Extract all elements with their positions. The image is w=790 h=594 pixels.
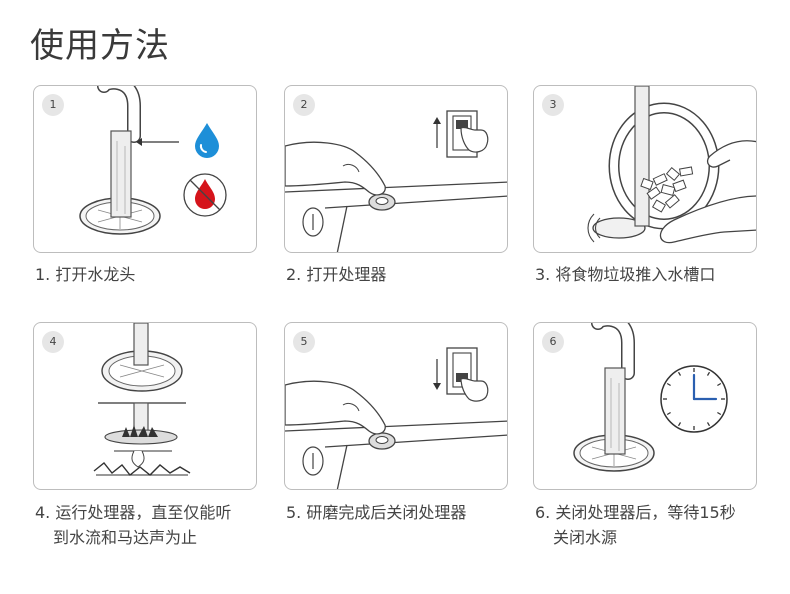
step-number-badge: 5 [293, 331, 315, 353]
step-6-caption: 6. 关闭处理器后，等待15秒 关闭水源 [535, 500, 736, 550]
switch-on-icon [433, 110, 489, 158]
step-4-caption: 4. 运行处理器，直至仅能听 到水流和马达声为止 [35, 500, 231, 550]
step-4-card: 4 [33, 322, 257, 490]
press-button-illustration [285, 380, 507, 489]
step-3-card: 3 [533, 85, 757, 253]
clock-icon [660, 365, 728, 433]
press-button-illustration [285, 141, 507, 252]
step-6-caption-line2: 关闭水源 [553, 528, 618, 547]
push-waste-illustration [587, 86, 756, 244]
step-6-card: 6 [533, 322, 757, 490]
step-6-caption-line1: 6. 关闭处理器后，等待15秒 [535, 503, 736, 522]
step-1-caption: 1. 打开水龙头 [35, 265, 136, 284]
switch-off-icon [433, 347, 489, 402]
grinding-illustration [93, 323, 191, 476]
step-number-badge: 6 [542, 331, 564, 353]
page-title: 使用方法 [30, 26, 170, 66]
step-number-badge: 1 [42, 94, 64, 116]
step-4-caption-line1: 4. 运行处理器，直至仅能听 [35, 503, 232, 522]
no-hot-water-icon [183, 173, 227, 217]
step-2-card: 2 [284, 85, 508, 253]
step-5-caption: 5. 研磨完成后关闭处理器 [286, 503, 467, 522]
step-2-caption: 2. 打开处理器 [286, 265, 387, 284]
step-number-badge: 4 [42, 331, 64, 353]
step-number-badge: 2 [293, 94, 315, 116]
step-3-caption: 3. 将食物垃圾推入水槽口 [535, 265, 716, 284]
step-1-card: 1 [33, 85, 257, 253]
water-drop-icon [195, 123, 219, 158]
faucet-drain-illustration [573, 323, 655, 472]
step-number-badge: 3 [542, 94, 564, 116]
step-4-caption-line2: 到水流和马达声为止 [53, 528, 198, 547]
step-5-card: 5 [284, 322, 508, 490]
faucet-drain-illustration [79, 86, 179, 235]
